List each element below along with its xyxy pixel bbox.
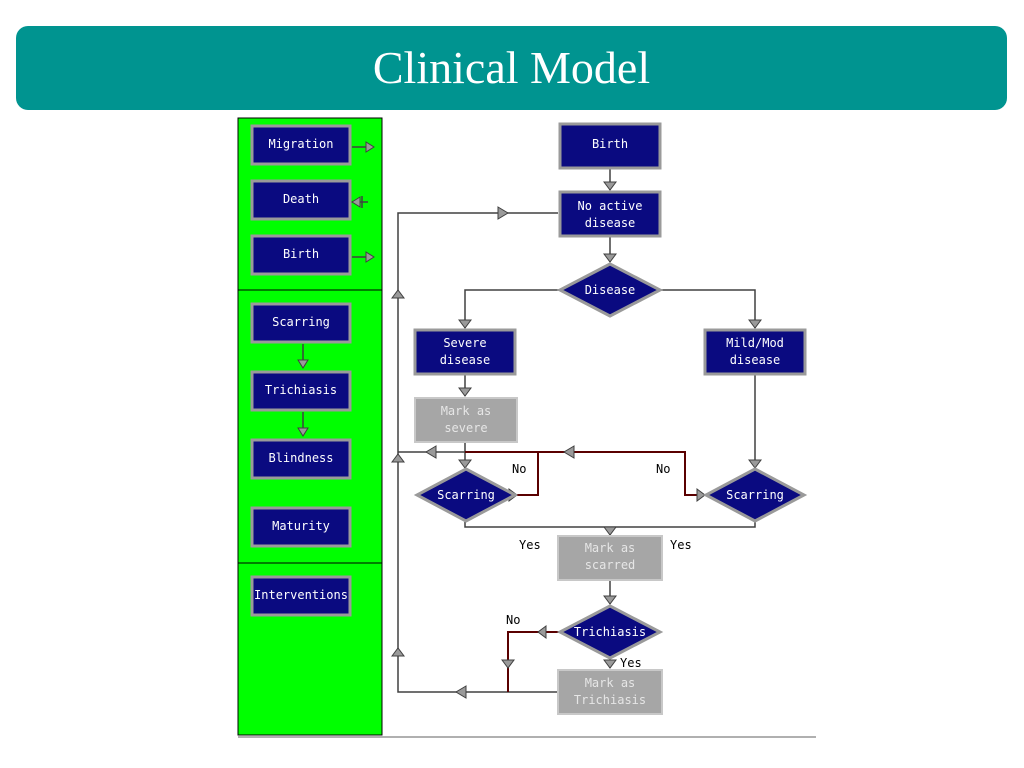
sidebar-item-maturity[interactable]: Maturity bbox=[250, 506, 352, 548]
node-label: Trichiasis bbox=[574, 693, 646, 707]
edge-label-no-left: No bbox=[512, 462, 526, 476]
edge-label-yes-trichiasis: Yes bbox=[620, 656, 642, 670]
death-in-arrow-icon bbox=[351, 196, 368, 208]
edge-label-no-trichiasis: No bbox=[506, 613, 520, 627]
decision-scarring-left[interactable]: Scarring bbox=[413, 467, 519, 523]
edge-label-yes-left: Yes bbox=[519, 538, 541, 552]
node-label: Mark as bbox=[585, 541, 636, 555]
node-mark-as-severe[interactable]: Mark as severe bbox=[414, 397, 518, 443]
node-label: Birth bbox=[592, 137, 628, 151]
sidebar-item-label: Maturity bbox=[272, 519, 330, 533]
node-label: Scarring bbox=[726, 488, 784, 502]
sidebar-item-interventions[interactable]: Interventions bbox=[250, 575, 352, 617]
sidebar-item-label: Birth bbox=[283, 247, 319, 261]
node-no-active-disease[interactable]: No active disease bbox=[558, 190, 662, 238]
sidebar-item-birth[interactable]: Birth bbox=[250, 234, 352, 276]
sidebar-item-label: Trichiasis bbox=[265, 383, 337, 397]
decision-disease[interactable]: Disease bbox=[556, 262, 664, 318]
node-birth[interactable]: Birth bbox=[558, 122, 662, 170]
edge-label-no-right: No bbox=[656, 462, 670, 476]
flow-arrowheads bbox=[391, 181, 762, 699]
node-label: Disease bbox=[585, 283, 636, 297]
node-label: No active bbox=[577, 199, 642, 213]
sidebar-panel bbox=[237, 117, 383, 736]
sidebar-item-label: Blindness bbox=[268, 451, 333, 465]
title-bar: Clinical Model bbox=[16, 26, 1007, 110]
sidebar-item-blindness[interactable]: Blindness bbox=[250, 438, 352, 480]
node-mark-as-trichiasis[interactable]: Mark as Trichiasis bbox=[557, 669, 663, 715]
node-label: Mark as bbox=[441, 404, 492, 418]
sidebar-item-migration[interactable]: Migration bbox=[250, 124, 352, 166]
node-label: Severe bbox=[443, 336, 486, 350]
sidebar-item-label: Interventions bbox=[254, 588, 348, 602]
node-label: disease bbox=[585, 216, 636, 230]
node-label: disease bbox=[730, 353, 781, 367]
node-label: disease bbox=[440, 353, 491, 367]
edge-label-yes-right: Yes bbox=[670, 538, 692, 552]
node-mild-mod-disease[interactable]: Mild/Mod disease bbox=[703, 328, 807, 376]
birth-out-arrow-icon bbox=[352, 251, 375, 263]
node-label: Mild/Mod bbox=[726, 336, 784, 350]
decision-scarring-right[interactable]: Scarring bbox=[702, 467, 808, 523]
sidebar-item-scarring[interactable]: Scarring bbox=[250, 302, 352, 344]
decision-trichiasis[interactable]: Trichiasis bbox=[556, 604, 664, 660]
sidebar-item-trichiasis[interactable]: Trichiasis bbox=[250, 370, 352, 412]
node-label: Trichiasis bbox=[574, 625, 646, 639]
migration-out-arrow-icon bbox=[352, 141, 375, 153]
node-label: Scarring bbox=[437, 488, 495, 502]
node-label: scarred bbox=[585, 558, 636, 572]
sidebar-item-label: Death bbox=[283, 192, 319, 206]
node-mark-as-scarred[interactable]: Mark as scarred bbox=[557, 535, 663, 581]
down-arrow-icon bbox=[297, 344, 309, 369]
node-severe-disease[interactable]: Severe disease bbox=[413, 328, 517, 376]
sidebar-item-label: Migration bbox=[268, 137, 333, 151]
clinical-model-diagram: Migration Death Birth Scarring Trichiasi… bbox=[237, 117, 816, 738]
node-label: Mark as bbox=[585, 676, 636, 690]
sidebar-item-death[interactable]: Death bbox=[250, 179, 352, 221]
slide-title: Clinical Model bbox=[372, 42, 651, 93]
down-arrow-icon bbox=[297, 412, 309, 437]
sidebar-item-label: Scarring bbox=[272, 315, 330, 329]
node-label: severe bbox=[444, 421, 487, 435]
